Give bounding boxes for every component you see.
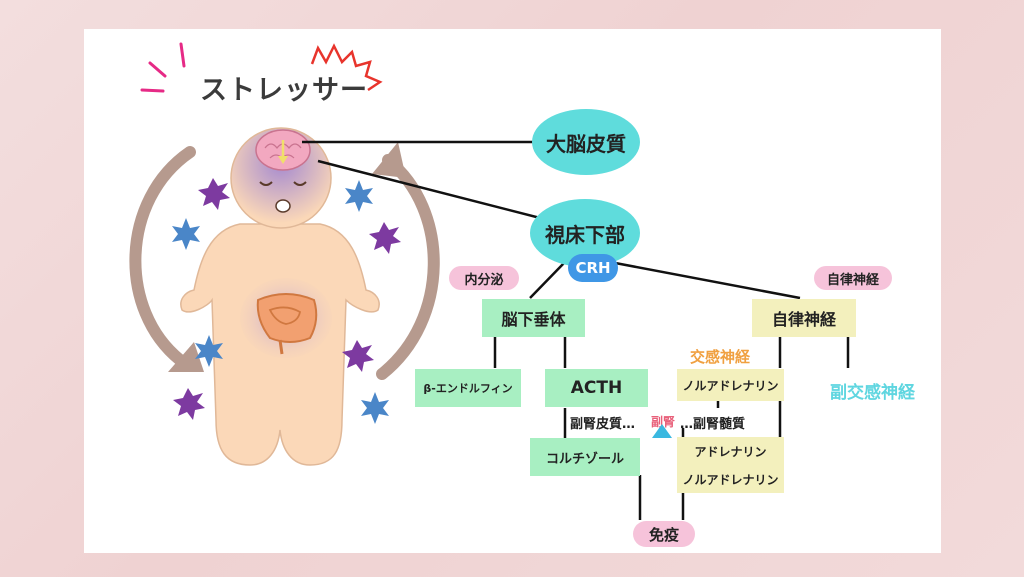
pituitary-node: 脳下垂体: [482, 299, 585, 337]
diagram-title: ストレッサー: [200, 75, 368, 106]
noradrenaline2-node: ノルアドレナリン: [677, 465, 784, 493]
crh-badge: CRH: [568, 254, 618, 282]
cortex-node: 大脳皮質: [532, 109, 640, 175]
adrenal-medulla-label: …副腎髄質: [680, 417, 746, 432]
autonomic-box: 自律神経: [752, 299, 856, 337]
immunity-node: 免疫: [633, 521, 695, 547]
endorphin-node: β-エンドルフィン: [415, 369, 521, 407]
adrenal-cortex-label: 副腎皮質…: [570, 417, 636, 432]
adrenal-label: 副腎: [651, 415, 676, 429]
parasympathetic-label: 副交感神経: [830, 383, 915, 403]
acth-node: ACTH: [545, 369, 648, 407]
autonomic-label: 自律神経: [814, 266, 892, 290]
cortisol-node: コルチゾール: [530, 438, 640, 476]
hypothalamus-node: 視床下部: [530, 199, 640, 267]
endocrine-label: 内分泌: [449, 266, 519, 290]
adrenaline-node: アドレナリン: [677, 437, 784, 465]
sympathetic-label: 交感神経: [690, 348, 751, 366]
noradrenaline-node: ノルアドレナリン: [677, 369, 784, 401]
